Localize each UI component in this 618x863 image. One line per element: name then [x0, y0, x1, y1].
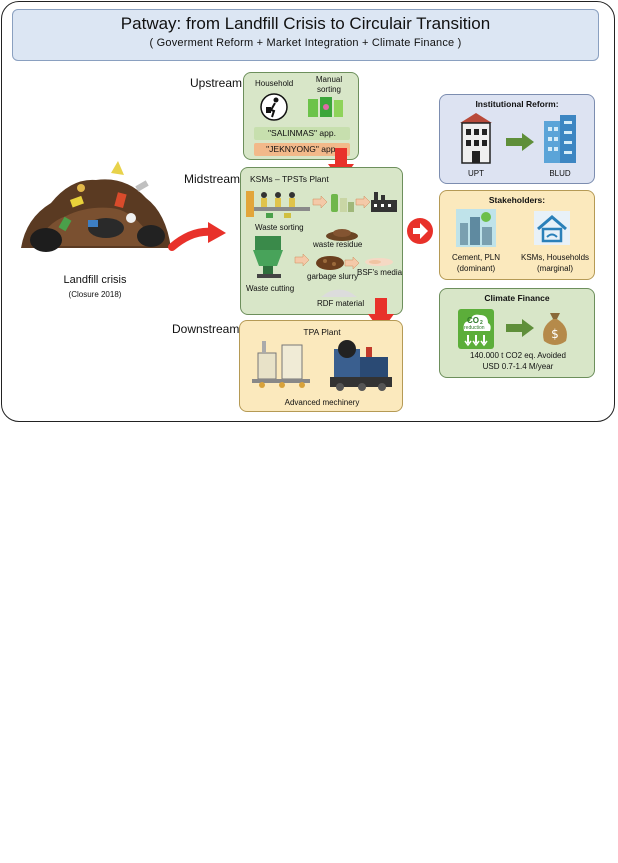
co2-reduction-icon [458, 309, 494, 349]
reduction-text: reduction [464, 325, 485, 331]
landfill-pile-illustration [21, 161, 171, 252]
curved-red-arrow [168, 222, 226, 251]
arrow-cutting-to-outputs [294, 253, 310, 267]
upstream-panel: Household Manual sorting "SALINMAS" app.… [243, 72, 359, 160]
title-box: Patway: from Landfill Crisis to Circulai… [12, 9, 599, 61]
institutional-reform-panel: Institutional Reform: UPT BLUD [439, 94, 595, 184]
dominant-note: (dominant) [456, 264, 496, 273]
bsf-media-label: BSF's media [357, 268, 403, 277]
climate-finance-panel: Climate Finance CO 2 reduction $ 140.000… [439, 288, 595, 378]
sorting-workers-illustration [246, 191, 310, 218]
green-bins-icon [308, 97, 343, 117]
upt-building-icon [460, 113, 492, 164]
stakeholders-panel: Stakeholders: Cement, PLN (dominant) KSM… [439, 190, 595, 280]
waste-cutting-label: Waste cutting [246, 284, 295, 293]
manual-sorting-label: Manual sorting [315, 75, 343, 94]
midstream-plant-label: KSMs – TPSTs Plant [250, 174, 329, 184]
rdf-material-pile-icon [321, 289, 357, 297]
arrow-to-outcomes [407, 218, 433, 244]
garbage-slurry-icon [316, 256, 344, 270]
midstream-panel: KSMs – TPSTs Plant Waste sorting Waste c… [240, 167, 403, 315]
finance-value-label: USD 0.7-1.4 M/year [482, 362, 554, 371]
co2-text: CO [467, 316, 479, 325]
arrow-co2-to-money [506, 319, 534, 337]
jeknyong-app-label: "JEKNYONG" app. [254, 143, 350, 156]
landfill-label: Landfill crisis [63, 274, 127, 286]
landfill-note: (Closure 2018) [68, 290, 122, 299]
downstream-panel: TPA Plant Advanced mechinery [239, 320, 403, 412]
recyclables-icon [331, 194, 354, 212]
climate-finance-title: Climate Finance [484, 293, 550, 303]
upt-label: UPT [468, 169, 484, 178]
advanced-machinery-label: Advanced mechinery [284, 398, 360, 407]
stage-label-downstream: Downstream [172, 322, 240, 336]
arrow-slurry-to-bsf [344, 256, 360, 270]
waste-sorting-label: Waste sorting [255, 223, 304, 232]
house-icon [534, 211, 570, 245]
household-label: Household [255, 79, 294, 88]
cutting-machine-illustration [253, 236, 283, 278]
arrow-recyclables-to-factory [355, 195, 371, 209]
svg-text:$: $ [551, 327, 559, 341]
stakeholders-title: Stakeholders: [488, 195, 546, 205]
institutional-reform-title: Institutional Reform: [475, 99, 559, 109]
waste-residue-label: waste residue [313, 240, 363, 249]
waste-residue-pile-icon [326, 229, 358, 241]
factory-icon [371, 192, 397, 212]
marginal-stakeholders-label: KSMs, Households [520, 253, 590, 262]
arrow-upt-to-blud [506, 133, 534, 151]
processing-plant-illustration [252, 341, 310, 388]
marginal-note: (marginal) [536, 264, 573, 273]
dominant-stakeholders-label: Cement, PLN [451, 253, 501, 262]
blud-label: BLUD [549, 169, 571, 178]
advanced-machinery-illustration [330, 340, 392, 391]
recycle-person-icon [260, 93, 288, 121]
cement-plant-icon [456, 209, 496, 247]
co2-avoided-label: 140.000 t CO2 eq. Avoided [470, 351, 566, 360]
blud-building-icon [544, 115, 576, 163]
rdf-material-label: RDF material [317, 299, 365, 308]
diagram-subtitle: ( Goverment Reform + Market Integration … [149, 37, 462, 49]
stage-label-upstream: Upstream [190, 76, 243, 90]
tpa-plant-label: TPA Plant [303, 327, 341, 337]
salinmas-app-label: "SALINMAS" app. [254, 127, 350, 140]
co2-subscript: 2 [480, 320, 483, 326]
diagram-title: Patway: from Landfill Crisis to Circulai… [120, 14, 491, 33]
arrow-sorting-to-recyclables [312, 195, 328, 209]
money-bag-icon: $ [543, 313, 567, 345]
stage-label-midstream: Midstream [184, 172, 241, 186]
garbage-slurry-label: garbage slurry [307, 272, 359, 281]
bsf-larvae-icon [365, 258, 393, 266]
